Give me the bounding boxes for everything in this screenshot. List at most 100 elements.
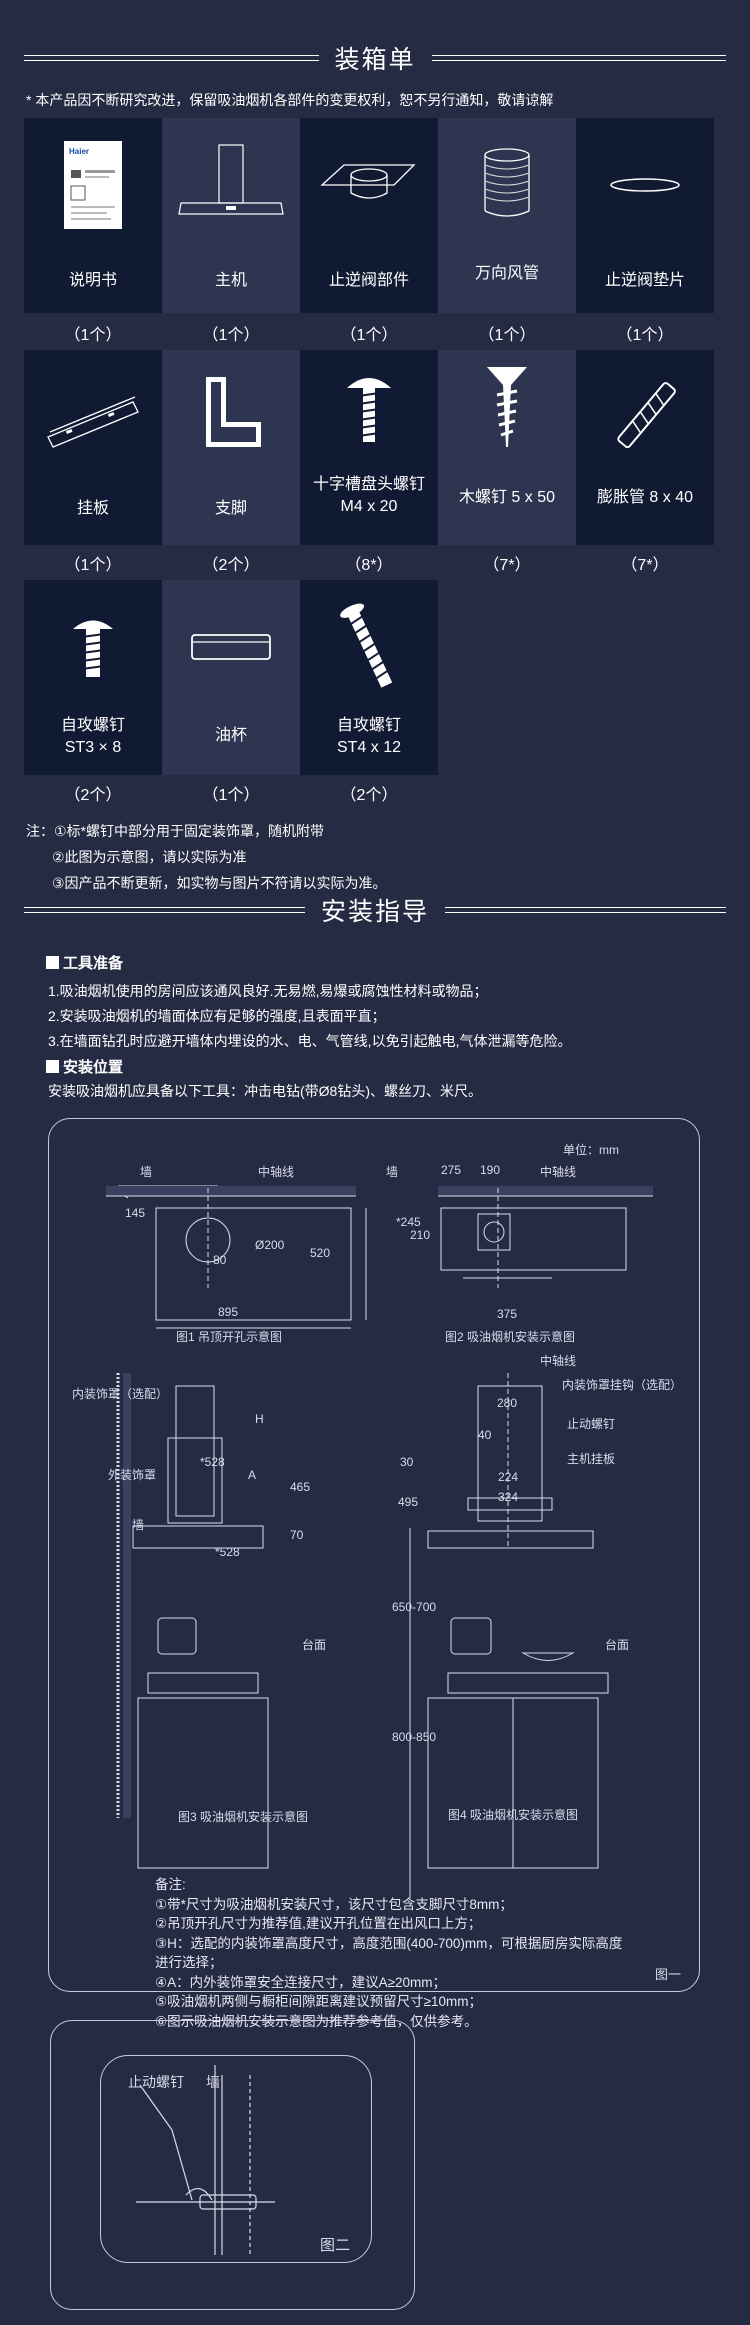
manual-icon: Haier	[24, 130, 162, 240]
item-wood-screw: 木螺钉 5 x 50	[438, 350, 576, 545]
detail-inner-frame	[100, 2055, 372, 2263]
bracket-icon	[162, 362, 300, 472]
install-title: 安装指导	[321, 898, 430, 926]
item-label: 自攻螺钉	[336, 717, 401, 734]
fig1-axis: 中轴线	[258, 1165, 295, 1179]
title-rule-right	[431, 55, 727, 61]
position-heading: 安装位置	[46, 1056, 123, 1077]
item-qty: （1个）	[202, 327, 260, 344]
fig3-d528b: *528	[215, 1545, 240, 1559]
fig4-plate: 主机挂板	[567, 1452, 616, 1466]
title-rule-left	[24, 907, 305, 913]
fig2-d210: 210	[410, 1228, 431, 1242]
fig2-d190: 190	[480, 1163, 501, 1177]
item-duct: 万向风管	[438, 118, 576, 313]
item-qty: （2个）	[340, 787, 398, 804]
item-qty: （2个）	[202, 557, 260, 574]
install-title-row: 安装指导	[24, 890, 727, 930]
fig1-d200: Ø200	[255, 1238, 285, 1252]
packing-title: 装箱单	[334, 46, 416, 74]
item-label: 主机	[214, 272, 247, 289]
fig4-d224: 224	[498, 1470, 519, 1484]
fig2-axis: 中轴线	[540, 1165, 577, 1179]
wood-screw-icon	[438, 350, 576, 460]
gasket-icon	[576, 130, 714, 240]
fig2-d275: 275	[441, 1163, 462, 1177]
item-label: 膨胀管 8 x 40	[596, 489, 694, 506]
fig1-d80: 80	[213, 1253, 227, 1267]
title-rule-left	[24, 55, 319, 61]
fig4-d40: 40	[478, 1428, 492, 1442]
item-label: 自攻螺钉	[60, 717, 125, 734]
fig3-caption: 图3 吸油烟机安装示意图	[178, 1810, 309, 1824]
fig4-counter: 台面	[605, 1638, 630, 1652]
fig2-wall: 墙	[386, 1165, 399, 1179]
fig2-d375: 375	[497, 1307, 518, 1321]
item-label: 支脚	[214, 500, 247, 517]
tapping-screw-small-icon	[24, 592, 162, 702]
remarks: 备注: ①带*尺寸为吸油烟机安装尺寸，该尺寸包含支脚尺寸8mm； ②吊顶开孔尺寸…	[155, 1875, 622, 2031]
note-line: ②此图为示意图，请以实际为准	[52, 849, 247, 865]
fig4-d495: 495	[398, 1495, 419, 1509]
tapping-screw-long-icon	[300, 592, 438, 702]
square-bullet-icon	[46, 1060, 59, 1073]
remark-line: ③H：选配的内装饰罩高度尺寸，高度范围(400-700)mm，可根据厨房实际高度	[155, 1935, 623, 1951]
item-label: 止逆阀垫片	[604, 272, 685, 289]
item-main-unit: 主机	[162, 118, 300, 313]
expansion-anchor-icon	[576, 362, 714, 472]
item-qty: （7*）	[483, 557, 531, 574]
item-qty: （7*）	[621, 557, 669, 574]
fig1-d145: 145	[125, 1206, 146, 1220]
item-gasket: 止逆阀垫片	[576, 118, 714, 313]
fig4-d30: 30	[400, 1455, 414, 1469]
figure-two-label: 图二	[320, 2237, 351, 2254]
remark-line: 进行选择；	[155, 1955, 223, 1970]
fig4-d324: 324	[498, 1490, 519, 1504]
fig1-d895: 895	[218, 1305, 239, 1319]
unit-label: 单位：mm	[563, 1143, 619, 1157]
item-label: 挂板	[76, 500, 109, 517]
remark-line: ①带*尺寸为吸油烟机安装尺寸，该尺寸包含支脚尺寸8mm；	[155, 1896, 513, 1912]
square-bullet-icon	[46, 956, 59, 969]
flexible-duct-icon	[438, 130, 576, 240]
item-spec: M4 x 20	[340, 498, 398, 515]
fig3-deco-in: 内装饰罩（选配）	[72, 1387, 169, 1401]
item-bracket: 支脚	[162, 350, 300, 545]
fig4-hanger: 内装饰罩挂钩（选配）	[562, 1378, 683, 1392]
item-label: 说明书	[68, 272, 117, 289]
item-anchor: 膨胀管 8 x 40	[576, 350, 714, 545]
item-qty: （1个）	[478, 327, 536, 344]
fig1-wall: 墙	[140, 1165, 153, 1179]
item-label: 十字槽盘头螺钉	[312, 476, 425, 493]
fig3-d70: 70	[290, 1528, 304, 1542]
fig2-d245: *245	[396, 1215, 421, 1229]
item-hanging-plate: 挂板	[24, 350, 162, 545]
fig4-d650: 650-700	[392, 1600, 437, 1614]
detail-diagram-panel	[50, 2020, 415, 2310]
title-rule-right	[445, 907, 727, 913]
item-oil-cup: 油杯	[162, 580, 300, 775]
fig3-d528a: *528	[200, 1455, 225, 1469]
manual-brand: Haier	[69, 147, 89, 156]
fig3-A: A	[248, 1468, 257, 1482]
fig4-d800: 800-850	[392, 1730, 437, 1744]
range-hood-icon	[162, 130, 300, 240]
item-screw-m4: 十字槽盘头螺钉 M4 x 20	[300, 350, 438, 545]
item-qty: （1个）	[616, 327, 674, 344]
fig3-wall: 墙	[132, 1518, 145, 1532]
packing-title-row: 装箱单	[24, 38, 727, 78]
item-manual: Haier 说明书	[24, 118, 162, 313]
remark-line: ②吊顶开孔尺寸为推荐值,建议开孔位置在出风口上方；	[155, 1916, 482, 1931]
remark-line: 备注:	[155, 1877, 186, 1892]
detail-wall: 墙	[206, 2074, 220, 2090]
tools-heading: 工具准备	[46, 952, 123, 973]
note-line: 注：①标*螺钉中部分用于固定装饰罩，随机附带	[26, 823, 324, 839]
pan-head-screw-icon	[300, 350, 438, 460]
packing-notes: 注：①标*螺钉中部分用于固定装饰罩，随机附带 ②此图为示意图，请以实际为准 ③因…	[26, 818, 387, 896]
tools-heading-text: 工具准备	[63, 955, 124, 972]
fig3-H: H	[255, 1412, 264, 1426]
position-heading-text: 安装位置	[63, 1059, 124, 1076]
item-screw-st3: 自攻螺钉 ST3 × 8	[24, 580, 162, 775]
oil-cup-icon	[162, 592, 300, 702]
position-text: 安装吸油烟机应具备以下工具：冲击电钻(带Ø8钻头)、螺丝刀、米尺。	[48, 1083, 482, 1099]
